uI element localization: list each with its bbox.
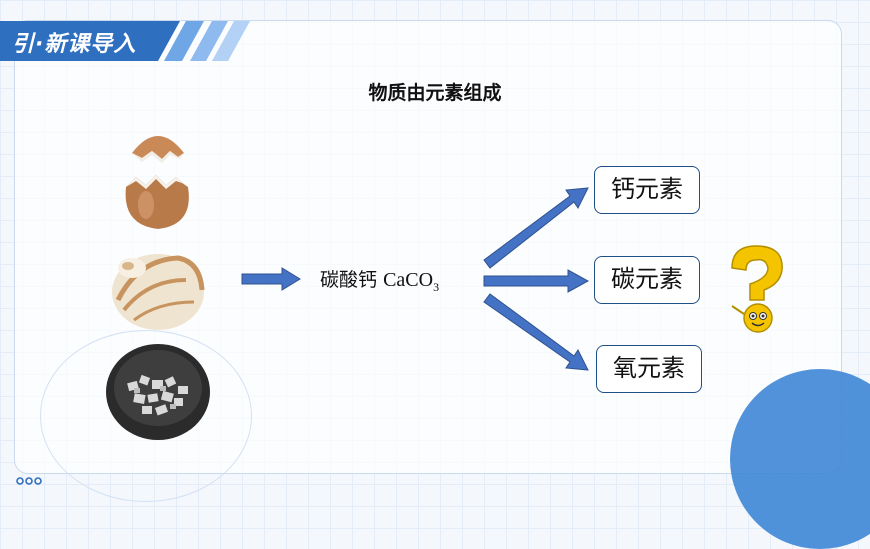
formula-subscript: 3 — [433, 279, 440, 294]
arrow-to-carbon — [483, 269, 590, 293]
branch-arrows — [480, 180, 595, 379]
pagination-dots — [16, 470, 42, 489]
right-arrow-icon — [240, 266, 302, 296]
eggshell-image — [118, 125, 198, 237]
compound-name: 碳酸钙 — [320, 269, 378, 291]
question-mark-icon — [724, 244, 790, 340]
formula-text: CaCO — [383, 269, 434, 291]
arrow-to-oxygen — [483, 293, 589, 371]
compound-formula: 碳酸钙 CaCO3 — [320, 265, 439, 295]
calcium-element-box: 钙元素 — [594, 166, 700, 214]
seashell-image — [108, 240, 208, 336]
oxygen-element-box: 氧元素 — [596, 345, 702, 393]
limestone-bowl-image — [104, 342, 212, 446]
section-title: 引·新课导入 — [12, 32, 137, 57]
slide-heading: 物质由元素组成 — [368, 82, 502, 104]
arrow-to-calcium — [483, 187, 589, 269]
section-title-banner: 引·新课导入 — [0, 21, 270, 61]
banner-shape-icon — [0, 21, 250, 61]
carbon-element-box: 碳元素 — [594, 256, 700, 304]
